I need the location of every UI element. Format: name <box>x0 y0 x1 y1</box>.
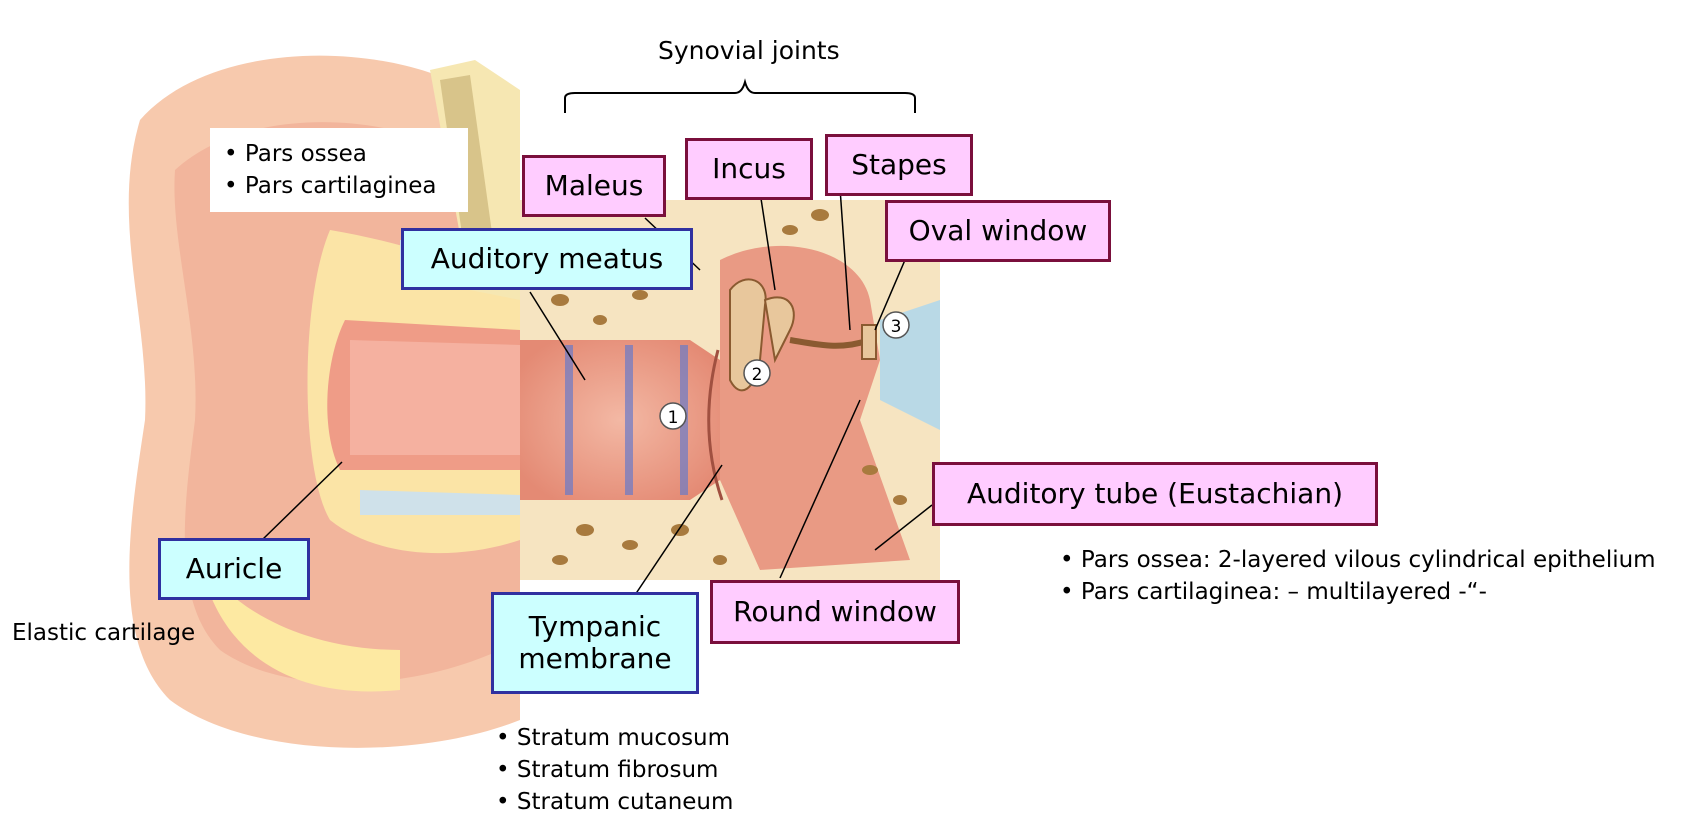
membrane-layer-item: Stratum cutaneum <box>496 786 733 818</box>
membrane-layer-item: Stratum fibrosum <box>496 754 733 786</box>
marker-1: 1 <box>660 403 686 429</box>
svg-text:2: 2 <box>752 365 763 385</box>
maleus-label: Maleus <box>522 155 666 217</box>
auricle-label: Auricle <box>158 538 310 600</box>
marker-3: 3 <box>883 312 909 338</box>
marker-2: 2 <box>744 360 770 386</box>
auditory-meatus-label: Auditory meatus <box>401 228 693 290</box>
synovial-joints-label: Synovial joints <box>658 36 840 65</box>
meatus-note-item: Pars ossea <box>224 138 436 170</box>
membrane-layer-item: Stratum mucosum <box>496 722 733 754</box>
auricle-shape <box>0 0 520 812</box>
tympanic-membrane-line2: membrane <box>518 643 671 675</box>
tube-notes: Pars ossea: 2-layered vilous cylindrical… <box>1060 544 1656 608</box>
auditory-tube-label: Auditory tube (Eustachian) <box>932 462 1378 526</box>
auricle-tissue-note: Elastic cartilage <box>12 620 195 646</box>
membrane-layers-notes: Stratum mucosum Stratum fibrosum Stratum… <box>496 722 733 818</box>
tube-note-item: Pars cartilaginea: – multilayered -“- <box>1060 576 1656 608</box>
meatus-note-item: Pars cartilaginea <box>224 170 436 202</box>
stapes-label: Stapes <box>825 134 973 196</box>
tympanic-membrane-line1: Tympanic <box>529 611 661 643</box>
synovial-joints-bracket <box>565 82 915 113</box>
tube-note-item: Pars ossea: 2-layered vilous cylindrical… <box>1060 544 1656 576</box>
oval-window-label: Oval window <box>885 200 1111 262</box>
tympanic-membrane-label: Tympanic membrane <box>491 592 699 694</box>
svg-text:3: 3 <box>891 317 902 337</box>
round-window-label: Round window <box>710 580 960 644</box>
incus-label: Incus <box>685 138 813 200</box>
meatus-notes: Pars ossea Pars cartilaginea <box>224 138 436 202</box>
svg-text:1: 1 <box>668 408 679 428</box>
